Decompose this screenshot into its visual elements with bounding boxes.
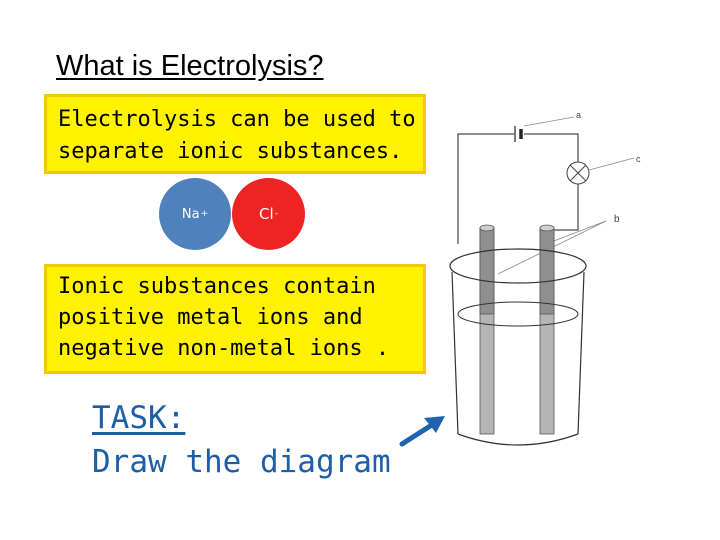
battery-icon	[514, 126, 523, 142]
chloride-ion-charge: -	[274, 209, 278, 219]
ionic-substances-box: Ionic substances contain positive metal …	[44, 264, 426, 374]
ionic-line-1: Ionic substances contain	[58, 274, 376, 299]
task-block: TASK: Draw the diagram	[92, 396, 391, 484]
arrow-icon	[399, 416, 445, 447]
diagram-label-a: a	[576, 110, 581, 120]
task-instruction: Draw the diagram	[92, 444, 391, 480]
diagram-label-c: c	[636, 154, 641, 164]
diagram-label-b: b	[614, 214, 620, 225]
chloride-ion-symbol: Cl	[259, 205, 274, 223]
task-heading: TASK:	[92, 400, 186, 436]
label-pointers	[497, 116, 635, 275]
chloride-ion: Cl-	[232, 178, 305, 250]
beaker	[449, 248, 587, 446]
sodium-ion-charge: +	[200, 209, 209, 219]
ionic-line-2: positive metal ions and	[58, 305, 363, 330]
page-title: What is Electrolysis?	[56, 50, 324, 82]
left-electrode	[479, 224, 495, 435]
electrolysis-apparatus-diagram: a c b	[449, 110, 641, 446]
definition-line-1: Electrolysis can be used to	[58, 107, 416, 132]
ionic-line-3: negative non-metal ions .	[58, 336, 390, 361]
sodium-ion: Na+	[159, 178, 231, 250]
circuit-wires	[457, 133, 579, 264]
lamp-icon	[566, 161, 590, 185]
right-electrode	[539, 224, 555, 435]
sodium-ion-symbol: Na	[181, 206, 200, 222]
definition-line-2: separate ionic substances.	[58, 139, 403, 164]
electrolysis-definition-box: Electrolysis can be used to separate ion…	[44, 94, 426, 174]
